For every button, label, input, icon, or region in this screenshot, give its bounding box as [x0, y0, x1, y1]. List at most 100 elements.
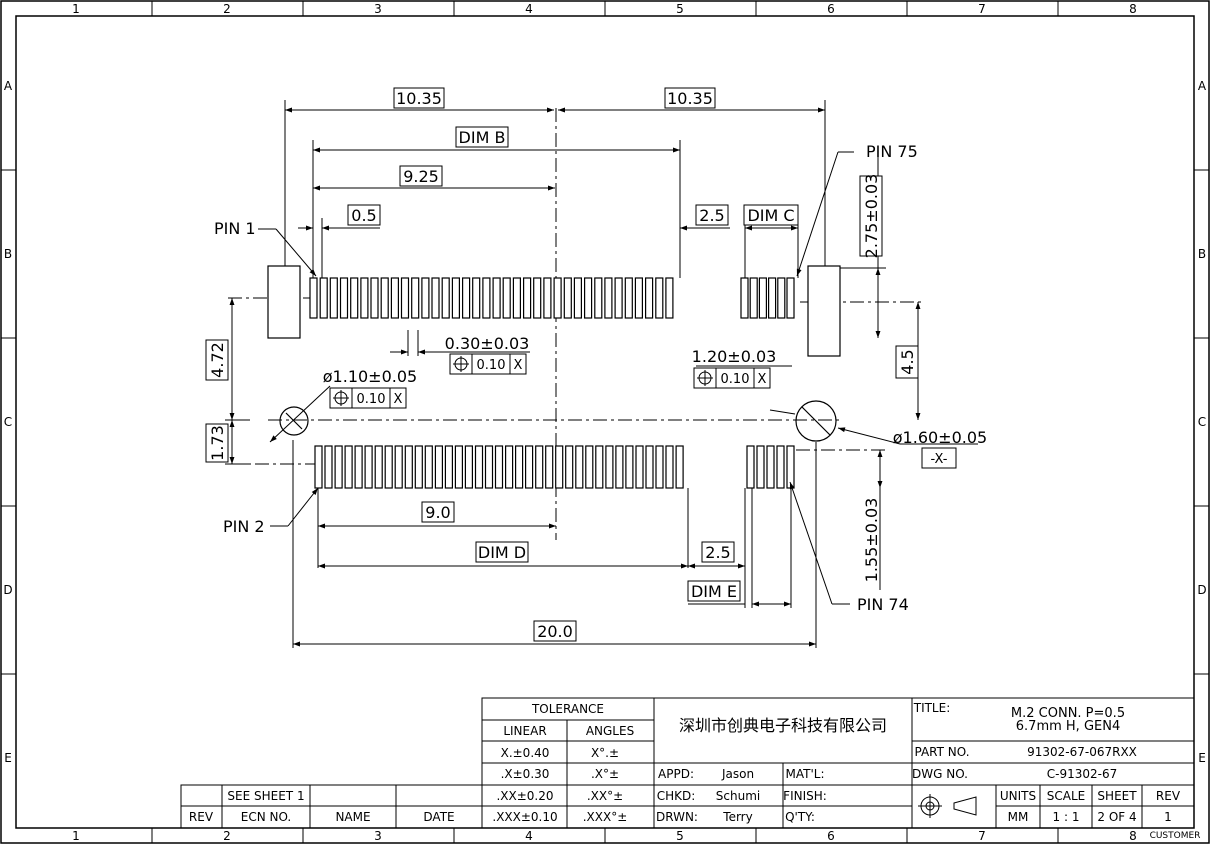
pad — [533, 277, 542, 319]
dim-rows-offset: 2.75±0.03 — [862, 174, 881, 259]
gdt-frame-left-hole: 0.10 X — [329, 387, 407, 409]
pad — [414, 445, 423, 489]
rev-value: 1 — [1164, 810, 1172, 824]
dim-left-hole: ø1.10±0.05 — [323, 367, 417, 386]
scale-value: 1 : 1 — [1053, 810, 1080, 824]
pin75-label: PIN 75 — [866, 142, 918, 161]
title-label: TITLE: — [913, 701, 951, 715]
gdt-tolerance: 0.10 — [721, 372, 750, 387]
tol-linear: .X±0.30 — [501, 767, 550, 781]
left-hole — [279, 406, 309, 436]
pad — [380, 277, 389, 319]
pad — [777, 277, 786, 319]
pad — [749, 277, 758, 319]
col-label: 7 — [978, 829, 986, 843]
pad — [565, 445, 574, 489]
row-label: A — [4, 79, 13, 93]
date-header: DATE — [423, 810, 454, 824]
dim-pitch: 0.5 — [351, 206, 376, 225]
col-label: 3 — [374, 2, 382, 16]
drwn-label: DRWN: — [656, 810, 698, 824]
dim-gap-right-bottom: 2.5 — [705, 543, 730, 562]
pad — [543, 277, 552, 319]
col-label: 2 — [223, 2, 231, 16]
gdt-datum: X — [758, 372, 767, 387]
tol-angle: X°.± — [591, 746, 619, 760]
dim-e-label: DIM E — [691, 582, 737, 601]
dim-overall: 20.0 — [537, 622, 573, 641]
pad — [625, 445, 634, 489]
dim-c-label: DIM C — [747, 206, 794, 225]
drwn-name: Terry — [722, 810, 752, 824]
gdt-tolerance: 0.10 — [357, 392, 386, 407]
pad — [766, 445, 775, 489]
pad — [424, 445, 433, 489]
dim-center-pin2: 9.0 — [425, 503, 450, 522]
row-label: E — [1198, 751, 1206, 765]
gdt-tolerance: 0.10 — [477, 358, 506, 373]
pad — [634, 277, 644, 319]
dim-center-pin1: 9.25 — [403, 167, 439, 186]
material-label: MAT'L: — [786, 767, 825, 781]
tolerance-header: TOLERANCE — [531, 702, 604, 716]
pad — [451, 277, 460, 319]
chkd-label: CHKD: — [657, 789, 696, 803]
pad — [575, 445, 584, 489]
units-value: MM — [1008, 810, 1029, 824]
pad — [484, 445, 494, 489]
pad — [645, 445, 654, 489]
pad — [472, 277, 481, 319]
finish-label: FINISH: — [783, 789, 827, 803]
gdt-frames: 0.10 X 0.10 X 0.10 X -X- — [329, 353, 957, 469]
pad — [665, 277, 674, 319]
pad — [740, 277, 749, 319]
pad — [314, 445, 323, 489]
tol-angle: .XX°± — [587, 789, 623, 803]
pad — [605, 445, 614, 489]
pad — [454, 445, 463, 489]
col-label: 4 — [525, 829, 533, 843]
pad — [524, 445, 534, 489]
pad — [573, 277, 583, 319]
pad — [555, 445, 564, 489]
dim-gap-right: 2.5 — [699, 206, 724, 225]
pad — [655, 445, 664, 489]
dim-left-half: 10.35 — [396, 89, 442, 108]
col-label: 8 — [1129, 829, 1137, 843]
gdt-datum: X — [394, 392, 403, 407]
linear-header: LINEAR — [503, 724, 546, 738]
part-no-label: PART NO. — [914, 745, 969, 759]
pad — [665, 445, 674, 489]
ecn-header: ECN NO. — [241, 810, 292, 824]
leader-lines — [258, 151, 978, 605]
pad — [354, 445, 363, 489]
pad — [474, 445, 484, 489]
pad — [374, 445, 383, 489]
angles-header: ANGLES — [586, 724, 634, 738]
pad — [431, 277, 440, 319]
pad — [350, 277, 359, 319]
pad — [505, 445, 514, 489]
pad — [512, 277, 522, 319]
row-label: D — [1197, 583, 1206, 597]
tol-angle: .XXX°± — [583, 810, 628, 824]
col-label: 6 — [827, 829, 835, 843]
dwg-no-label: DWG NO. — [912, 767, 968, 781]
units-label: UNITS — [1000, 789, 1036, 803]
see-sheet-note: SEE SHEET 1 — [227, 789, 304, 803]
tol-linear: X.±0.40 — [501, 746, 550, 760]
pad — [441, 277, 450, 319]
title-line2: 6.7mm H, GEN4 — [1016, 719, 1120, 734]
dim-left-height: 4.72 — [208, 342, 227, 378]
pad — [758, 277, 768, 319]
pad — [502, 277, 511, 319]
dim-b-label: DIM B — [459, 128, 506, 147]
dwg-no: C-91302-67 — [1047, 767, 1117, 781]
datum-x-frame: -X- — [921, 447, 957, 469]
pin2-label: PIN 2 — [223, 517, 265, 536]
pad — [464, 445, 473, 489]
pad — [786, 277, 795, 319]
pad — [482, 277, 491, 319]
dimension-labels: 10.35 10.35 DIM B 9.25 0.5 2.5 DIM C 2.7… — [205, 87, 987, 642]
extension-lines — [225, 100, 886, 648]
